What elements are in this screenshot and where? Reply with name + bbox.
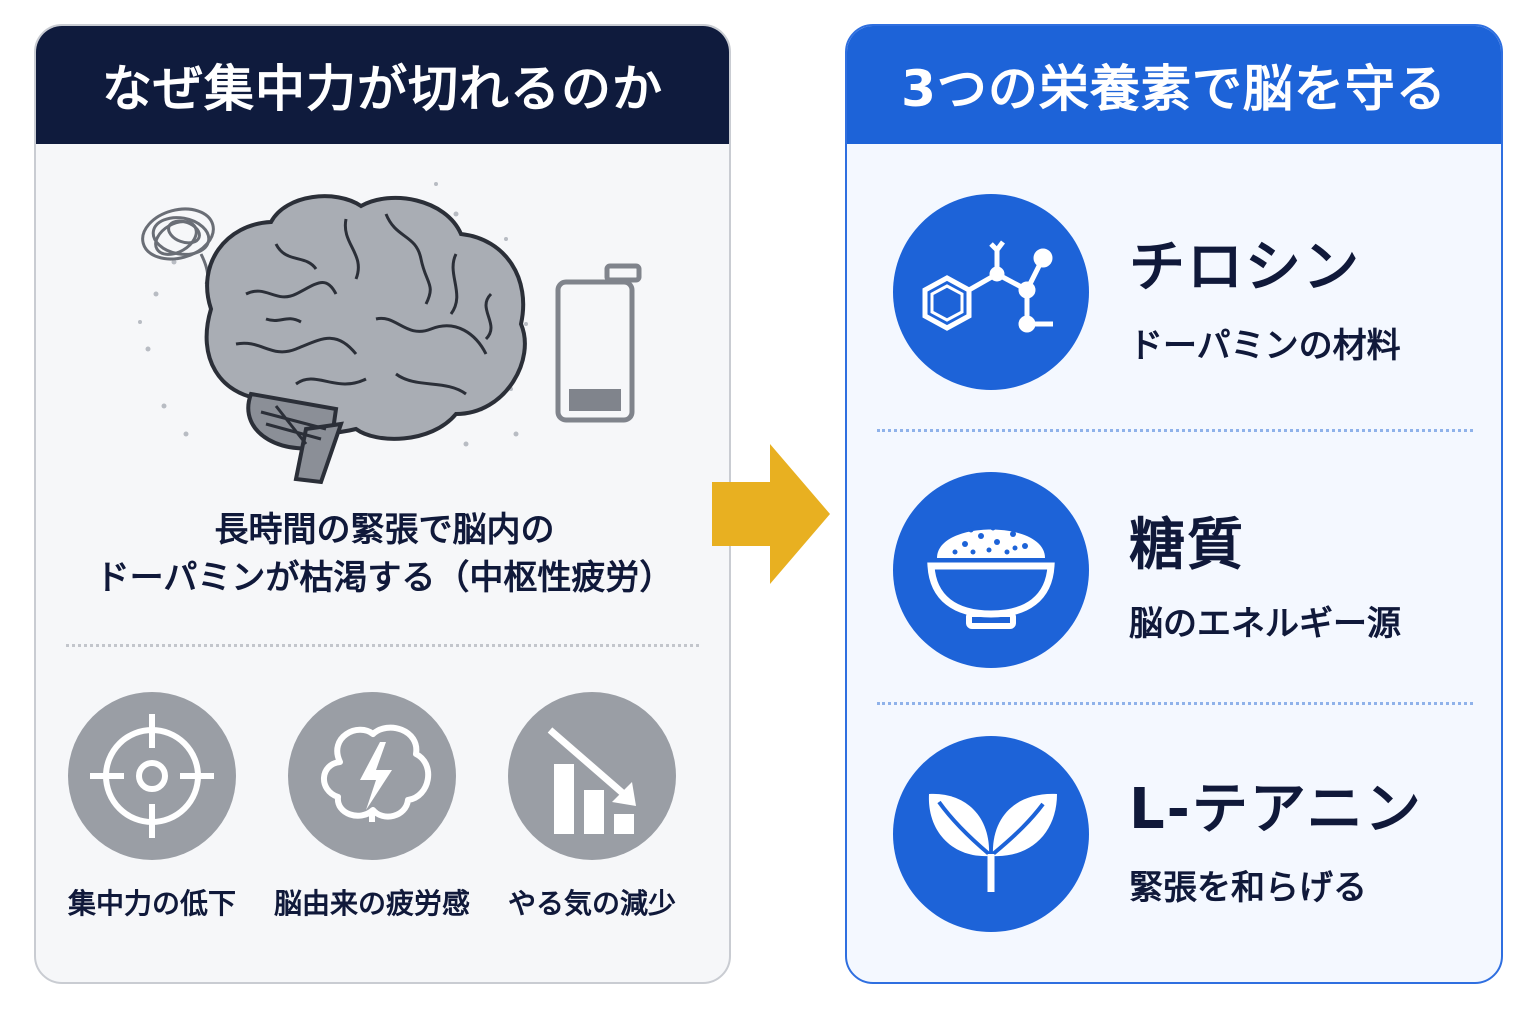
- nutrient-item: L-テアニン 緊張を和らげる: [847, 736, 1501, 936]
- nutrient-description: 緊張を和らげる: [1129, 868, 1367, 908]
- nutrient-icon-circle: [893, 736, 1089, 932]
- fatigue-illustration: [138, 182, 642, 485]
- divider: [877, 429, 1473, 432]
- effect-item: 脳由来の疲労感: [262, 692, 482, 922]
- cause-panel: なぜ集中力が切れるのか: [34, 24, 731, 984]
- right-arrow-icon: [712, 444, 830, 584]
- nutrient-item: チロシン ドーパミンの材料: [847, 194, 1501, 394]
- nutrient-name: L-テアニン: [1129, 777, 1423, 842]
- rice-bowl-icon: [927, 525, 1055, 629]
- molecule-icon: [922, 240, 1053, 333]
- nutrient-description: 脳のエネルギー源: [1129, 604, 1401, 644]
- declining-chart-icon: [547, 727, 636, 834]
- cause-text-line1: 長時間の緊張で脳内の: [214, 510, 555, 550]
- effect-label: 脳由来の疲労感: [273, 887, 470, 920]
- nutrient-item: 糖質 脳のエネルギー源: [847, 472, 1501, 672]
- effect-label: 集中力の低下: [67, 887, 236, 920]
- nutrient-name: 糖質: [1129, 513, 1245, 578]
- effects-row: 集中力の低下 脳由来の疲労感 や: [36, 692, 729, 952]
- effect-icon-circle: [508, 692, 676, 860]
- solution-panel-title: 3つの栄養素で脳を守る: [847, 26, 1501, 144]
- brain-icon: [204, 194, 527, 485]
- target-icon: [90, 714, 214, 838]
- nutrient-name: チロシン: [1129, 235, 1361, 300]
- divider: [877, 702, 1473, 705]
- nutrient-icon-circle: [893, 472, 1089, 668]
- brain-lightning-icon: [321, 724, 432, 822]
- cause-text-line2: ドーパミンが枯渇する（中枢性疲労）: [95, 558, 674, 598]
- effect-item: やる気の減少: [482, 692, 702, 922]
- nutrient-description: ドーパミンの材料: [1129, 326, 1401, 366]
- cause-panel-title: なぜ集中力が切れるのか: [36, 26, 729, 144]
- leaf-icon: [928, 793, 1057, 892]
- effect-icon-circle: [288, 692, 456, 860]
- scribble-icon: [141, 207, 215, 285]
- effect-label: やる気の減少: [507, 887, 676, 920]
- effect-icon-circle: [68, 692, 236, 860]
- solution-panel: 3つの栄養素で脳を守る チロシン ドーパミンの材料: [845, 24, 1503, 984]
- divider: [66, 644, 699, 647]
- low-battery-icon: [555, 263, 642, 423]
- effect-item: 集中力の低下: [42, 692, 262, 922]
- nutrient-icon-circle: [893, 194, 1089, 390]
